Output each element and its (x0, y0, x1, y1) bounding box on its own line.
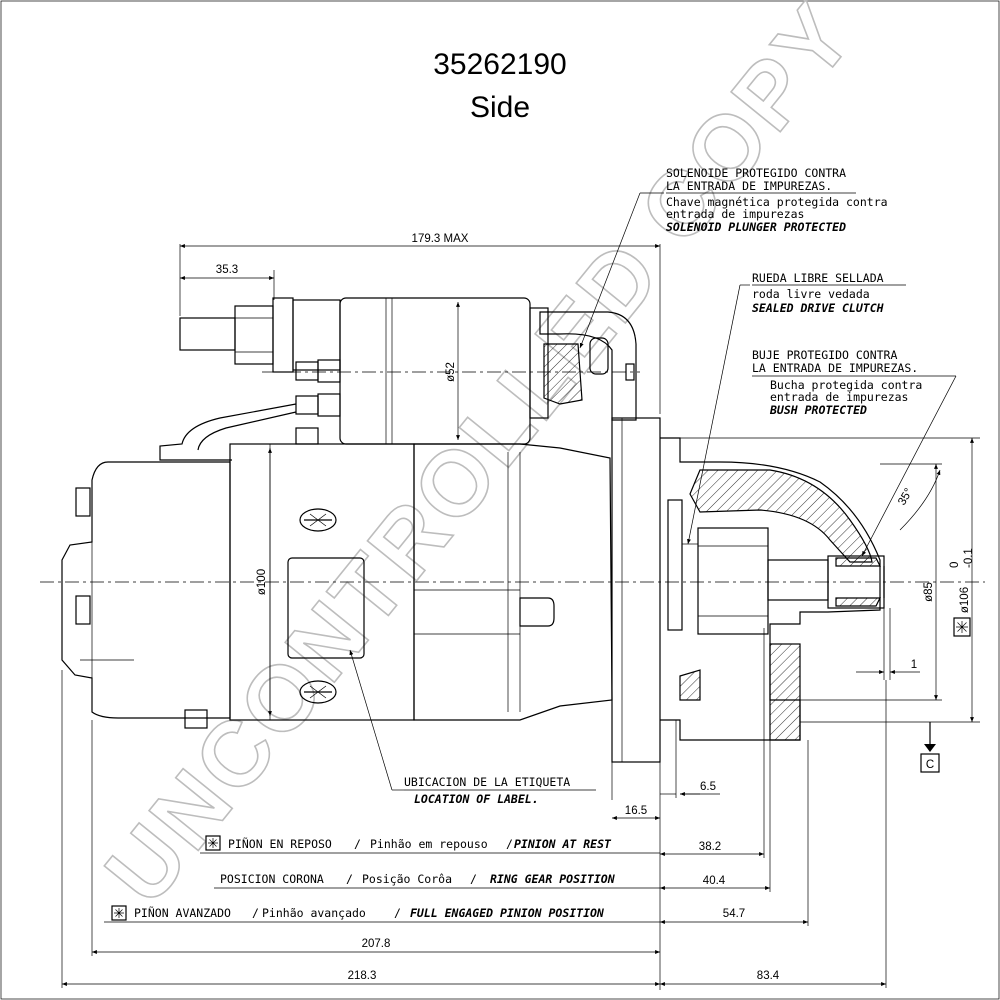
dim-38-2: 38.2 (699, 841, 721, 853)
callout-label: UBICACION DE LA ETIQUETA LOCATION OF LAB… (349, 649, 596, 806)
ring-label-es: POSICION CORONA (220, 872, 324, 886)
yoke-screw-top (299, 508, 337, 532)
plunger-seal-hatch (543, 343, 583, 405)
position-engaged: PIÑON AVANZADO / Pinhão avançado / FULL … (104, 905, 660, 923)
dim-106: ø106 (959, 587, 971, 613)
end-bolt-top (75, 487, 91, 517)
callout-bush-pt-2: entrada de impurezas (770, 390, 908, 404)
engaged-star-box (111, 905, 127, 921)
plunger-boot (539, 311, 637, 421)
mounting-flange (611, 417, 661, 763)
dim-16-5: 16.5 (625, 805, 647, 817)
rest-label-es: PIÑON EN REPOSO (228, 836, 332, 851)
dim-54-7: 54.7 (723, 908, 745, 920)
engaged-label-en: FULL ENGAGED PINION POSITION (410, 906, 605, 920)
end-cap (61, 461, 231, 719)
datum-letter: C (926, 759, 934, 771)
dim-40-4: 40.4 (703, 875, 726, 887)
dim-52: ø52 (445, 362, 457, 382)
callout-bush-es-2: LA ENTRADA DE IMPUREZAS. (752, 361, 918, 375)
solenoid (159, 297, 549, 461)
gdt-star-box (953, 617, 971, 637)
callout-clutch-es: RUEDA LIBRE SELLADA (752, 271, 884, 285)
engaged-sep-1: / (252, 906, 259, 920)
dimensions: 179.3 MAX 35.3 ø52 ø100 ø85 ø106 0 -0.1 … (61, 233, 980, 990)
ring-gear-section (769, 643, 801, 741)
dim-106-tol-lower: -0.1 (963, 548, 975, 568)
ring-sep-1: / (346, 872, 353, 886)
ring-label-en: RING GEAR POSITION (490, 872, 616, 886)
callout-clutch: RUEDA LIBRE SELLADA roda livre vedada SE… (687, 271, 906, 545)
pinion-gear (697, 527, 769, 635)
engaged-sep-2: / (394, 906, 401, 920)
callout-solenoid: SOLENOIDE PROTEGIDO CONTRA LA ENTRADA DE… (579, 166, 888, 349)
callout-solenoid-pt-2: entrada de impurezas (666, 207, 804, 221)
callout-clutch-en: SEALED DRIVE CLUTCH (752, 301, 884, 315)
starter-motor (40, 297, 985, 763)
part-number: 35262190 (433, 48, 566, 81)
ring-sep-2: / (470, 872, 477, 886)
dim-85: ø85 (923, 582, 935, 602)
dim-angle: 35° (896, 486, 915, 507)
callout-solenoid-es-1: SOLENOIDE PROTEGIDO CONTRA (666, 166, 846, 180)
dim-35: 35.3 (216, 264, 238, 276)
callout-solenoid-pt-1: Chave magnética protegida contra (666, 195, 888, 209)
datum-box (920, 753, 940, 773)
callout-solenoid-en: SOLENOID PLUNGER PROTECTED (666, 220, 846, 234)
dim-1: 1 (911, 659, 917, 671)
rest-label-pt: Pinhão em repouso (370, 837, 488, 851)
dim-179: 179.3 MAX (412, 233, 469, 245)
ring-label-pt: Posição Corôa (362, 872, 452, 886)
callout-label-es: UBICACION DE LA ETIQUETA (404, 775, 570, 789)
callout-solenoid-es-2: LA ENTRADA DE IMPUREZAS. (666, 179, 832, 193)
nose-housing (660, 437, 881, 741)
callout-label-en: LOCATION OF LABEL. (414, 792, 539, 806)
callout-clutch-pt: roda livre vedada (752, 287, 870, 301)
end-tab (184, 709, 208, 729)
rest-sep-2: / (506, 837, 513, 851)
rest-sep-1: / (354, 837, 361, 851)
position-ring: POSICION CORONA / Posição Corôa / RING G… (214, 872, 660, 889)
callout-bush: BUJE PROTEGIDO CONTRA LA ENTRADA DE IMPU… (752, 348, 957, 557)
dim-106-tol-upper: 0 (949, 562, 961, 568)
rest-star-box (205, 835, 221, 851)
view-title: Side (470, 91, 530, 124)
label-area (287, 557, 365, 659)
callout-bush-es-1: BUJE PROTEGIDO CONTRA (752, 348, 897, 362)
drive-shaft (767, 559, 829, 601)
dim-83-4: 83.4 (757, 970, 780, 982)
engaged-label-pt: Pinhão avançado (262, 906, 366, 920)
dim-100: ø100 (256, 569, 268, 595)
dim-207-8: 207.8 (362, 938, 391, 950)
position-rest: PIÑON EN REPOSO / Pinhão em repouso / PI… (200, 835, 660, 854)
dim-218-3: 218.3 (348, 970, 377, 982)
end-bolt-mid (75, 595, 91, 625)
callout-bush-pt-1: Bucha protegida contra (770, 378, 922, 392)
rest-label-en: PINION AT REST (514, 837, 612, 851)
nose-housing-section (689, 469, 873, 563)
terminal-stud (179, 317, 236, 351)
dim-6-5: 6.5 (700, 781, 716, 793)
engaged-label-es: PIÑON AVANZADO (134, 905, 231, 920)
callout-bush-en: BUSH PROTECTED (769, 403, 867, 417)
yoke-screw-bottom (299, 680, 337, 704)
